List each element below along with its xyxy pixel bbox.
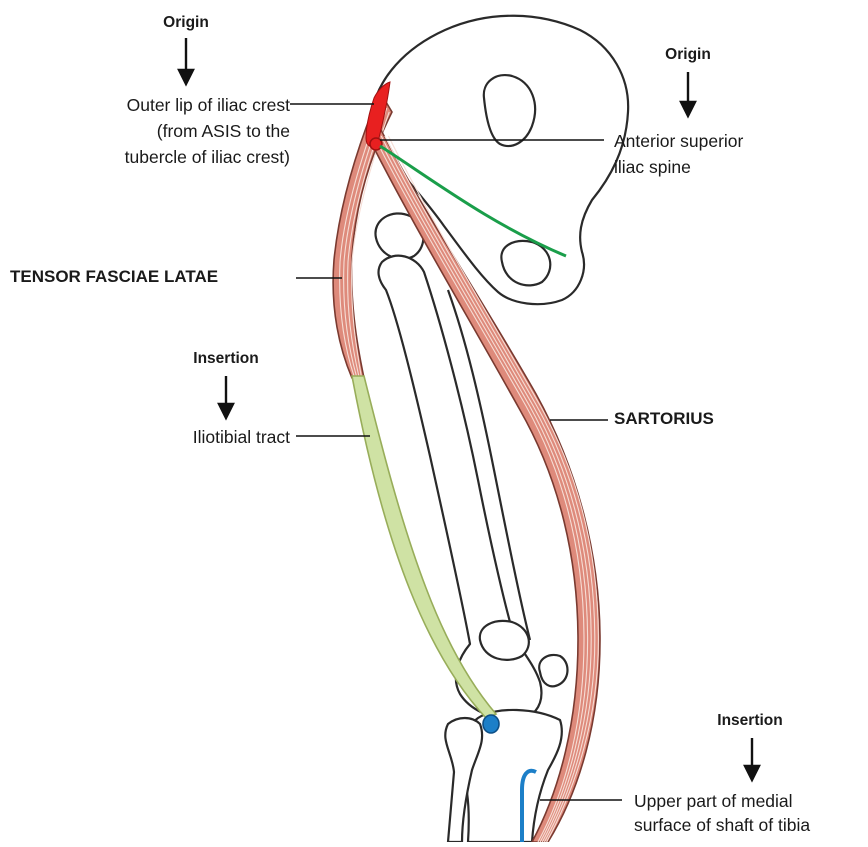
- sartorius-origin-line-2: iliac spine: [614, 156, 691, 178]
- tfl-muscle-label: TENSOR FASCIAE LATAE: [10, 266, 218, 288]
- femoral-condyle: [480, 621, 529, 660]
- sartorius-insertion-heading: Insertion: [690, 710, 810, 732]
- patella: [539, 655, 567, 686]
- tfl-insertion-heading: Insertion: [166, 348, 286, 370]
- sartorius-origin-arrow-head: [681, 102, 695, 116]
- sartorius-origin-line-1: Anterior superior: [614, 130, 743, 152]
- sartorius-muscle-label: SARTORIUS: [614, 408, 714, 430]
- tfl-origin-arrow-head: [179, 70, 193, 84]
- sartorius-insertion-line-1: Upper part of medial: [634, 790, 793, 812]
- sartorius-origin-heading: Origin: [638, 44, 738, 66]
- obturator-foramen: [484, 75, 535, 146]
- tfl-insertion-text: Iliotibial tract: [40, 426, 290, 448]
- tfl-origin-line-2: (from ASIS to the: [40, 120, 290, 142]
- tfl-origin-line-1: Outer lip of iliac crest: [40, 94, 290, 116]
- tfl-insertion-marker: [483, 715, 499, 733]
- sartorius-insertion-line-2: surface of shaft of tibia: [634, 814, 810, 836]
- sartorius-insertion-arrow-head: [745, 766, 759, 780]
- tfl-origin-line-3: tubercle of iliac crest): [40, 146, 290, 168]
- tfl-origin-heading: Origin: [136, 12, 236, 34]
- tfl-insertion-arrow-head: [219, 404, 233, 418]
